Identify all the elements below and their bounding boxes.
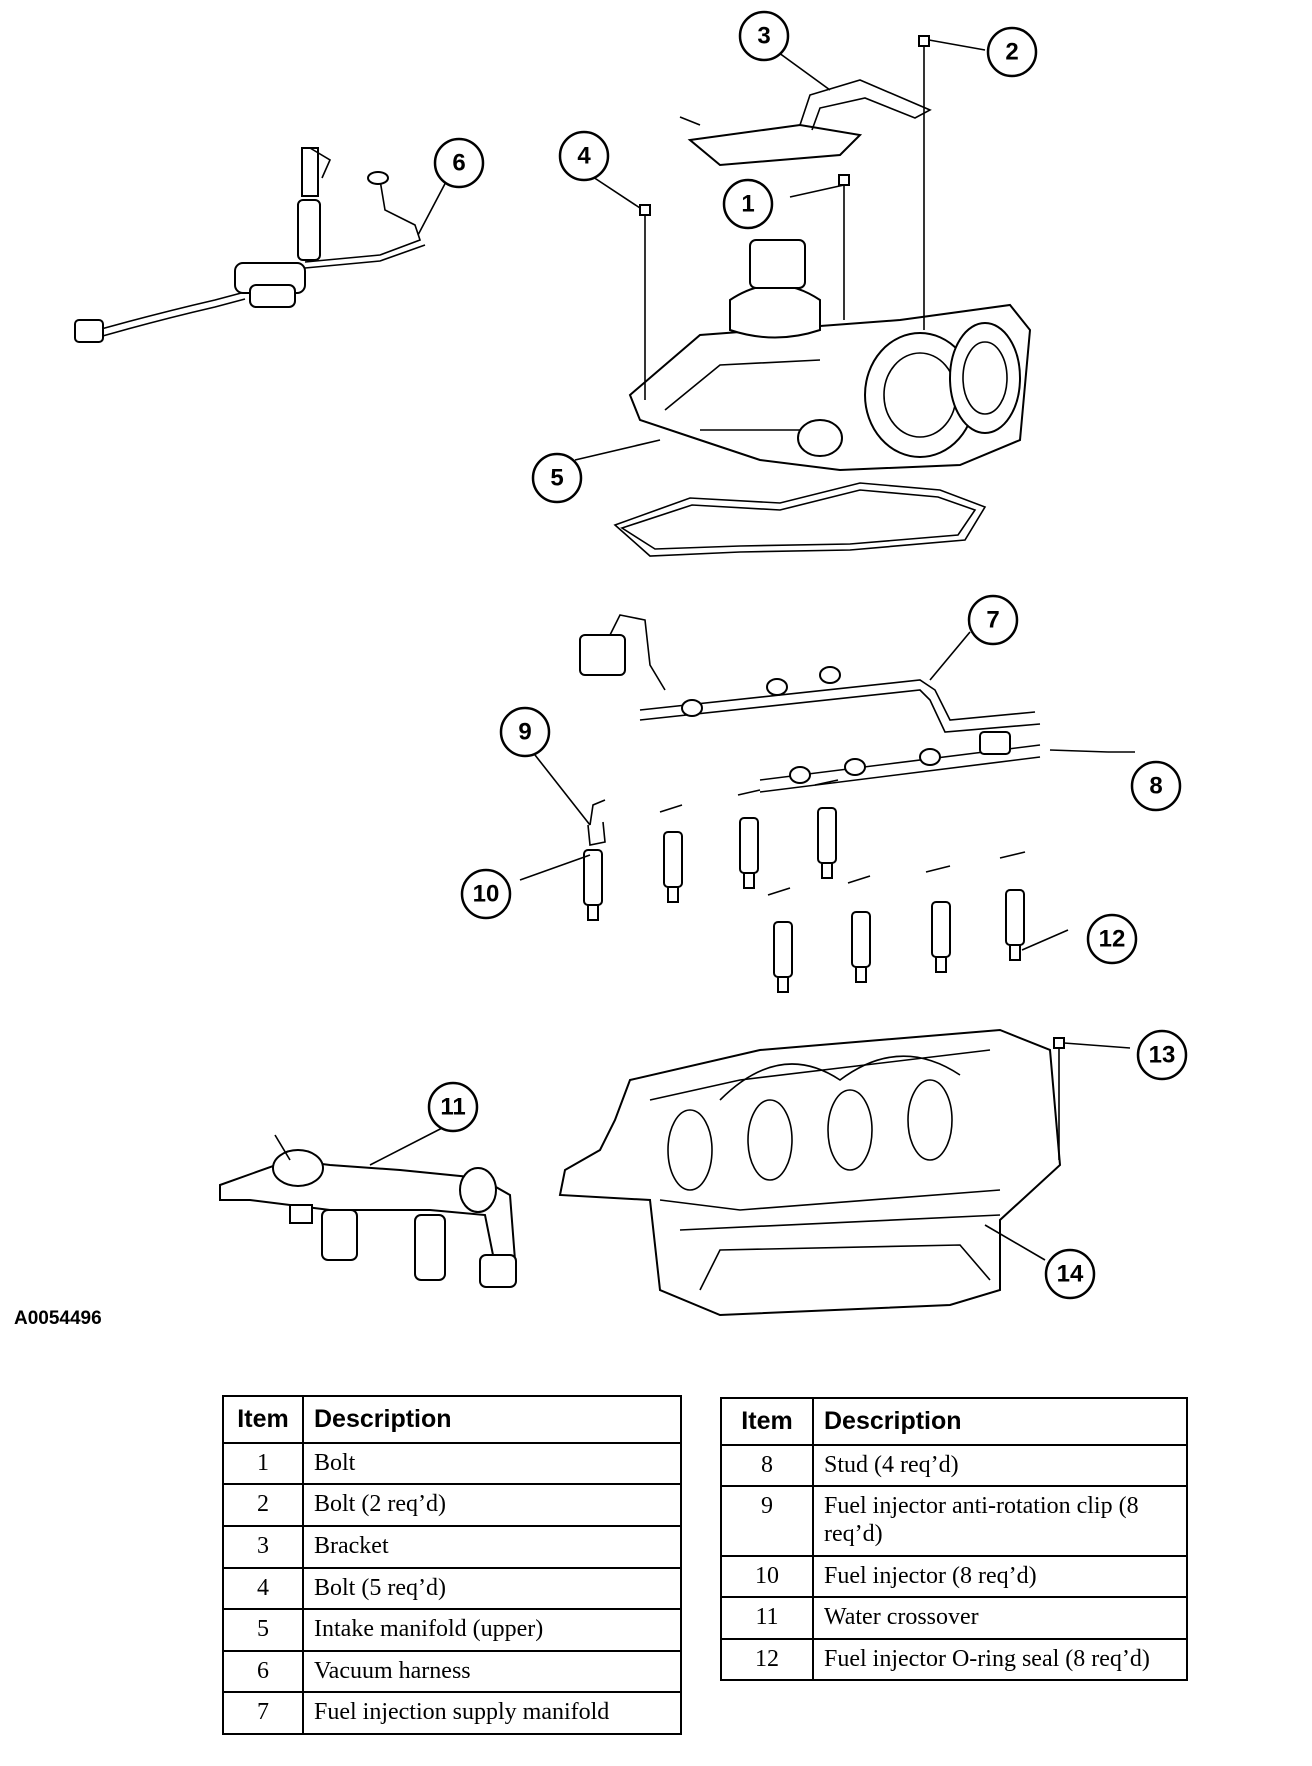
callout-4: 4 <box>558 130 610 182</box>
callout-number: 5 <box>550 465 563 492</box>
item-description: Fuel injection supply manifold <box>302 1691 682 1735</box>
callout-13: 13 <box>1136 1029 1188 1081</box>
bracket-part <box>679 79 932 167</box>
callout-number: 3 <box>757 23 770 50</box>
item-number: 11 <box>720 1596 814 1640</box>
item-description: Fuel injector anti-rotation clip (8 req’… <box>812 1485 1188 1557</box>
item-description: Fuel injector (8 req’d) <box>812 1554 1188 1599</box>
table-header-row: Item Description <box>720 1397 1188 1446</box>
table-header-row: Item Description <box>222 1395 682 1444</box>
item-number: 3 <box>222 1524 304 1569</box>
callout-3: 3 <box>738 10 790 62</box>
item-description: Vacuum harness <box>302 1649 682 1694</box>
bolt-item-1 <box>838 174 850 320</box>
callout-number: 8 <box>1149 773 1162 800</box>
lower-intake-manifold-part <box>558 1028 1062 1317</box>
anti-rotation-clip <box>587 821 606 846</box>
column-header-item: Item <box>222 1395 304 1444</box>
callout-7: 7 <box>967 594 1019 646</box>
callout-5: 5 <box>531 452 583 504</box>
item-description: Bolt <box>302 1441 682 1486</box>
fuel-injectors <box>583 779 1026 993</box>
callout-number: 7 <box>986 607 999 634</box>
item-number: 5 <box>222 1608 304 1652</box>
callout-1: 1 <box>722 178 774 230</box>
item-number: 4 <box>222 1566 304 1611</box>
item-number: 10 <box>720 1554 814 1599</box>
callout-number: 1 <box>741 191 754 218</box>
upper-intake-manifold-part <box>628 239 1032 472</box>
callout-number: 4 <box>577 143 591 170</box>
item-number: 12 <box>720 1637 814 1682</box>
callout-number: 6 <box>452 150 465 177</box>
callout-8: 8 <box>1130 760 1182 812</box>
callout-11: 11 <box>427 1081 479 1133</box>
callout-number: 13 <box>1149 1042 1176 1069</box>
item-description: Bolt (5 req’d) <box>302 1566 682 1611</box>
callout-10: 10 <box>460 868 512 920</box>
bolt-item-2 <box>918 35 930 330</box>
callout-9: 9 <box>499 706 551 758</box>
fuel-supply-manifold-part <box>579 614 1041 793</box>
callout-number: 10 <box>473 881 500 908</box>
column-header-description: Description <box>302 1395 682 1444</box>
item-description: Water crossover <box>812 1596 1188 1640</box>
item-number: 1 <box>222 1441 304 1486</box>
column-header-item: Item <box>720 1397 814 1446</box>
item-description: Stud (4 req’d) <box>812 1443 1188 1488</box>
item-description: Intake manifold (upper) <box>302 1608 682 1652</box>
item-description: Bolt (2 req’d) <box>302 1483 682 1527</box>
vacuum-harness-part <box>74 147 426 343</box>
callout-number: 9 <box>518 719 531 746</box>
item-number: 8 <box>720 1443 814 1488</box>
item-number: 6 <box>222 1649 304 1694</box>
callout-6: 6 <box>433 137 485 189</box>
item-description: Fuel injector O-ring seal (8 req’d) <box>812 1637 1188 1682</box>
manifold-gasket <box>613 482 987 557</box>
callout-number: 11 <box>440 1094 465 1121</box>
exploded-parts-diagram: 1 2 3 4 5 6 7 8 9 10 11 12 13 14 <box>74 10 1188 1317</box>
column-header-description: Description <box>812 1397 1188 1446</box>
callout-14: 14 <box>1044 1248 1096 1300</box>
bolt-item-4 <box>639 204 651 400</box>
callout-12: 12 <box>1086 913 1138 965</box>
item-number: 7 <box>222 1691 304 1735</box>
water-crossover-part <box>219 1134 517 1288</box>
figure-code: A0054496 <box>14 1308 102 1329</box>
callout-number: 12 <box>1099 926 1126 953</box>
callout-2: 2 <box>986 26 1038 78</box>
callout-number: 14 <box>1057 1261 1084 1288</box>
item-number: 2 <box>222 1483 304 1527</box>
callout-number: 2 <box>1005 39 1018 66</box>
item-description: Bracket <box>302 1524 682 1569</box>
item-number: 9 <box>720 1485 814 1557</box>
callout-leaders <box>369 39 1135 1261</box>
